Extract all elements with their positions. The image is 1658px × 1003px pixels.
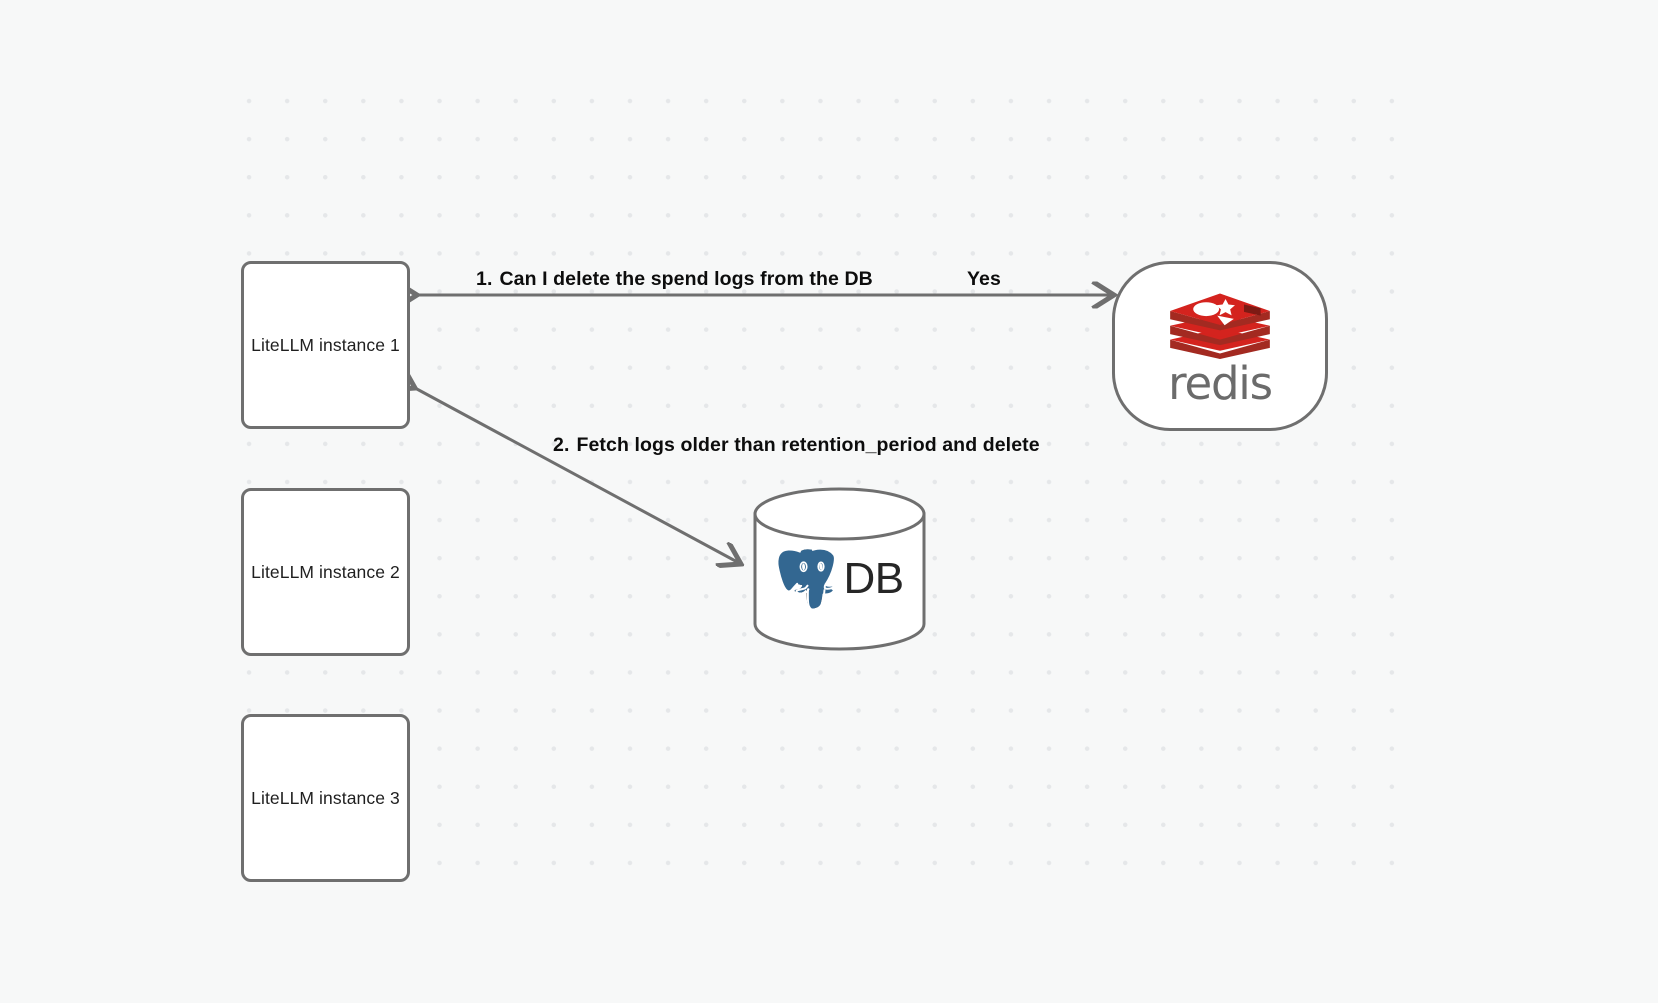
node-litellm-instance-1[interactable]: LiteLLM instance 1 [241,261,410,429]
node-litellm-instance-3-label: LiteLLM instance 3 [251,787,400,808]
node-litellm-instance-2[interactable]: LiteLLM instance 2 [241,488,410,656]
edge-1-number: 1. [476,268,493,290]
redis-wordmark: redis [1168,356,1273,410]
edge-1-text: Can I delete the spend logs from the DB [499,268,873,290]
db-content: DB [752,546,927,612]
node-redis[interactable]: redis [1112,261,1328,431]
edge-2-number: 2. [553,434,570,456]
redis-logo: redis [1160,287,1280,406]
redis-cube-icon [1170,292,1270,359]
postgresql-elephant-icon [776,547,837,611]
edge-label-1: 1. Can I delete the spend logs from the D… [476,268,873,291]
edge-instance1-db [415,388,741,564]
edge-label-1-reply: Yes [967,268,1001,290]
db-label: DB [843,553,904,603]
database-cylinder-icon [753,487,926,651]
node-litellm-instance-1-label: LiteLLM instance 1 [251,334,400,355]
node-db[interactable]: DB [752,487,927,651]
node-litellm-instance-3[interactable]: LiteLLM instance 3 [241,714,410,882]
edge-label-2: 2. Fetch logs older than retention_period… [553,434,1040,457]
node-litellm-instance-2-label: LiteLLM instance 2 [251,561,400,582]
edge-2-text: Fetch logs older than retention_period a… [576,434,1040,456]
